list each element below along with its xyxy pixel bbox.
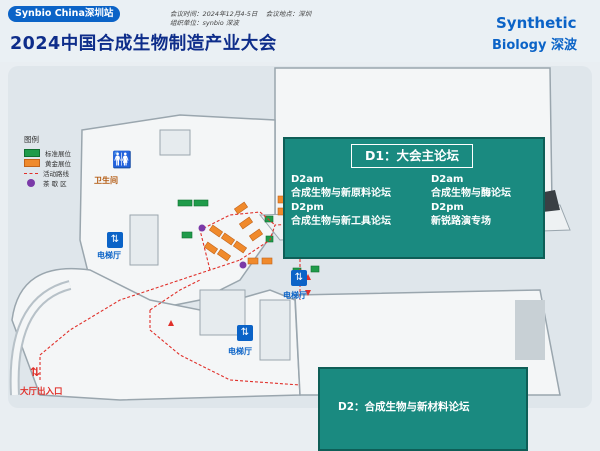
event-info-line1: 会议时间：2024年12月4-5日 会议地点：深圳 xyxy=(170,8,311,18)
elevator-label: 电梯厅 xyxy=(228,347,252,356)
forum-name: 合成生物与酶论坛 xyxy=(431,188,511,199)
tea-cup-icon xyxy=(27,179,35,187)
logo-line1: Synthetic xyxy=(496,14,577,32)
gold-booth-swatch xyxy=(24,159,40,167)
legend-label: 茶 歇 区 xyxy=(43,180,67,188)
page-title: 2024中国合成生物制造产业大会 xyxy=(10,34,277,54)
room xyxy=(159,129,191,156)
route-line-swatch xyxy=(24,172,38,174)
event-organizer: 组织单位：synbio 深波 xyxy=(170,19,239,27)
d2am-label: D2am xyxy=(431,174,464,185)
event-date: 会议时间：2024年12月4-5日 xyxy=(170,10,258,18)
forum-name: 新锐路演专场 xyxy=(431,216,491,227)
standard-booth-swatch xyxy=(24,149,40,157)
room xyxy=(129,214,159,266)
hall-d2[interactable]: D2：合成生物与新材料论坛 xyxy=(318,367,528,451)
restroom-label: 卫生间 xyxy=(94,176,118,185)
legend-item-standard: 标准展位 xyxy=(24,148,134,158)
staircase-south xyxy=(515,300,545,360)
event-tag: Synbio China深圳站 xyxy=(8,6,121,22)
legend-label: 活动路线 xyxy=(43,170,69,178)
d2pm-label: D2pm xyxy=(431,202,464,213)
hall-d1-right-schedule: D2am 合成生物与酶论坛 D2pm 新锐路演专场 xyxy=(431,173,511,229)
legend-item-tea: 茶 歇 区 xyxy=(24,178,134,188)
exit-arrow-icon: ⇅ xyxy=(30,365,41,379)
synthetic-biology-logo: Synthetic Biology 深波 xyxy=(488,12,600,54)
d2pm-label: D2pm xyxy=(291,202,324,213)
floor-map: 图例 标准展位 黄金展位 活动路线 茶 歇 区 D1：大会主论坛 D2am 合成… xyxy=(0,62,600,451)
legend-item-gold: 黄金展位 xyxy=(24,158,134,168)
lobby-exit-label: 大厅出入口 xyxy=(20,387,63,397)
forum-name: 合成生物与新工具论坛 xyxy=(291,216,391,227)
elevator-icon: ⇅ xyxy=(237,325,253,341)
hall-d2-title: D2：合成生物与新材料论坛 xyxy=(338,401,470,413)
event-venue: 会议地点：深圳 xyxy=(265,10,312,18)
room xyxy=(259,299,291,361)
elevator-icon: ⇅ xyxy=(107,232,123,248)
hall-d1-left-schedule: D2am 合成生物与新原料论坛 D2pm 合成生物与新工具论坛 xyxy=(291,173,391,229)
legend-label: 黄金展位 xyxy=(45,160,71,168)
logo-line2: Biology 深波 xyxy=(492,38,577,53)
hall-d1-title: D1：大会主论坛 xyxy=(351,144,473,168)
elevator-label: 电梯厅 xyxy=(283,291,307,300)
forum-name: 合成生物与新原料论坛 xyxy=(291,188,391,199)
tea-break-spots xyxy=(198,224,247,269)
legend-label: 标准展位 xyxy=(45,150,71,158)
elevator-icon: ⇅ xyxy=(291,270,307,286)
d2am-label: D2am xyxy=(291,174,324,185)
legend-item-route: 活动路线 xyxy=(24,168,134,178)
elevator-label: 电梯厅 xyxy=(97,251,121,260)
restroom-icon: 🚻 xyxy=(112,150,132,169)
hall-d1[interactable]: D1：大会主论坛 D2am 合成生物与新原料论坛 D2pm 合成生物与新工具论坛… xyxy=(283,137,545,259)
header: Synbio China深圳站 会议时间：2024年12月4-5日 会议地点：深… xyxy=(0,0,600,62)
map-legend: 图例 标准展位 黄金展位 活动路线 茶 歇 区 xyxy=(24,134,134,188)
legend-title: 图例 xyxy=(24,135,39,144)
